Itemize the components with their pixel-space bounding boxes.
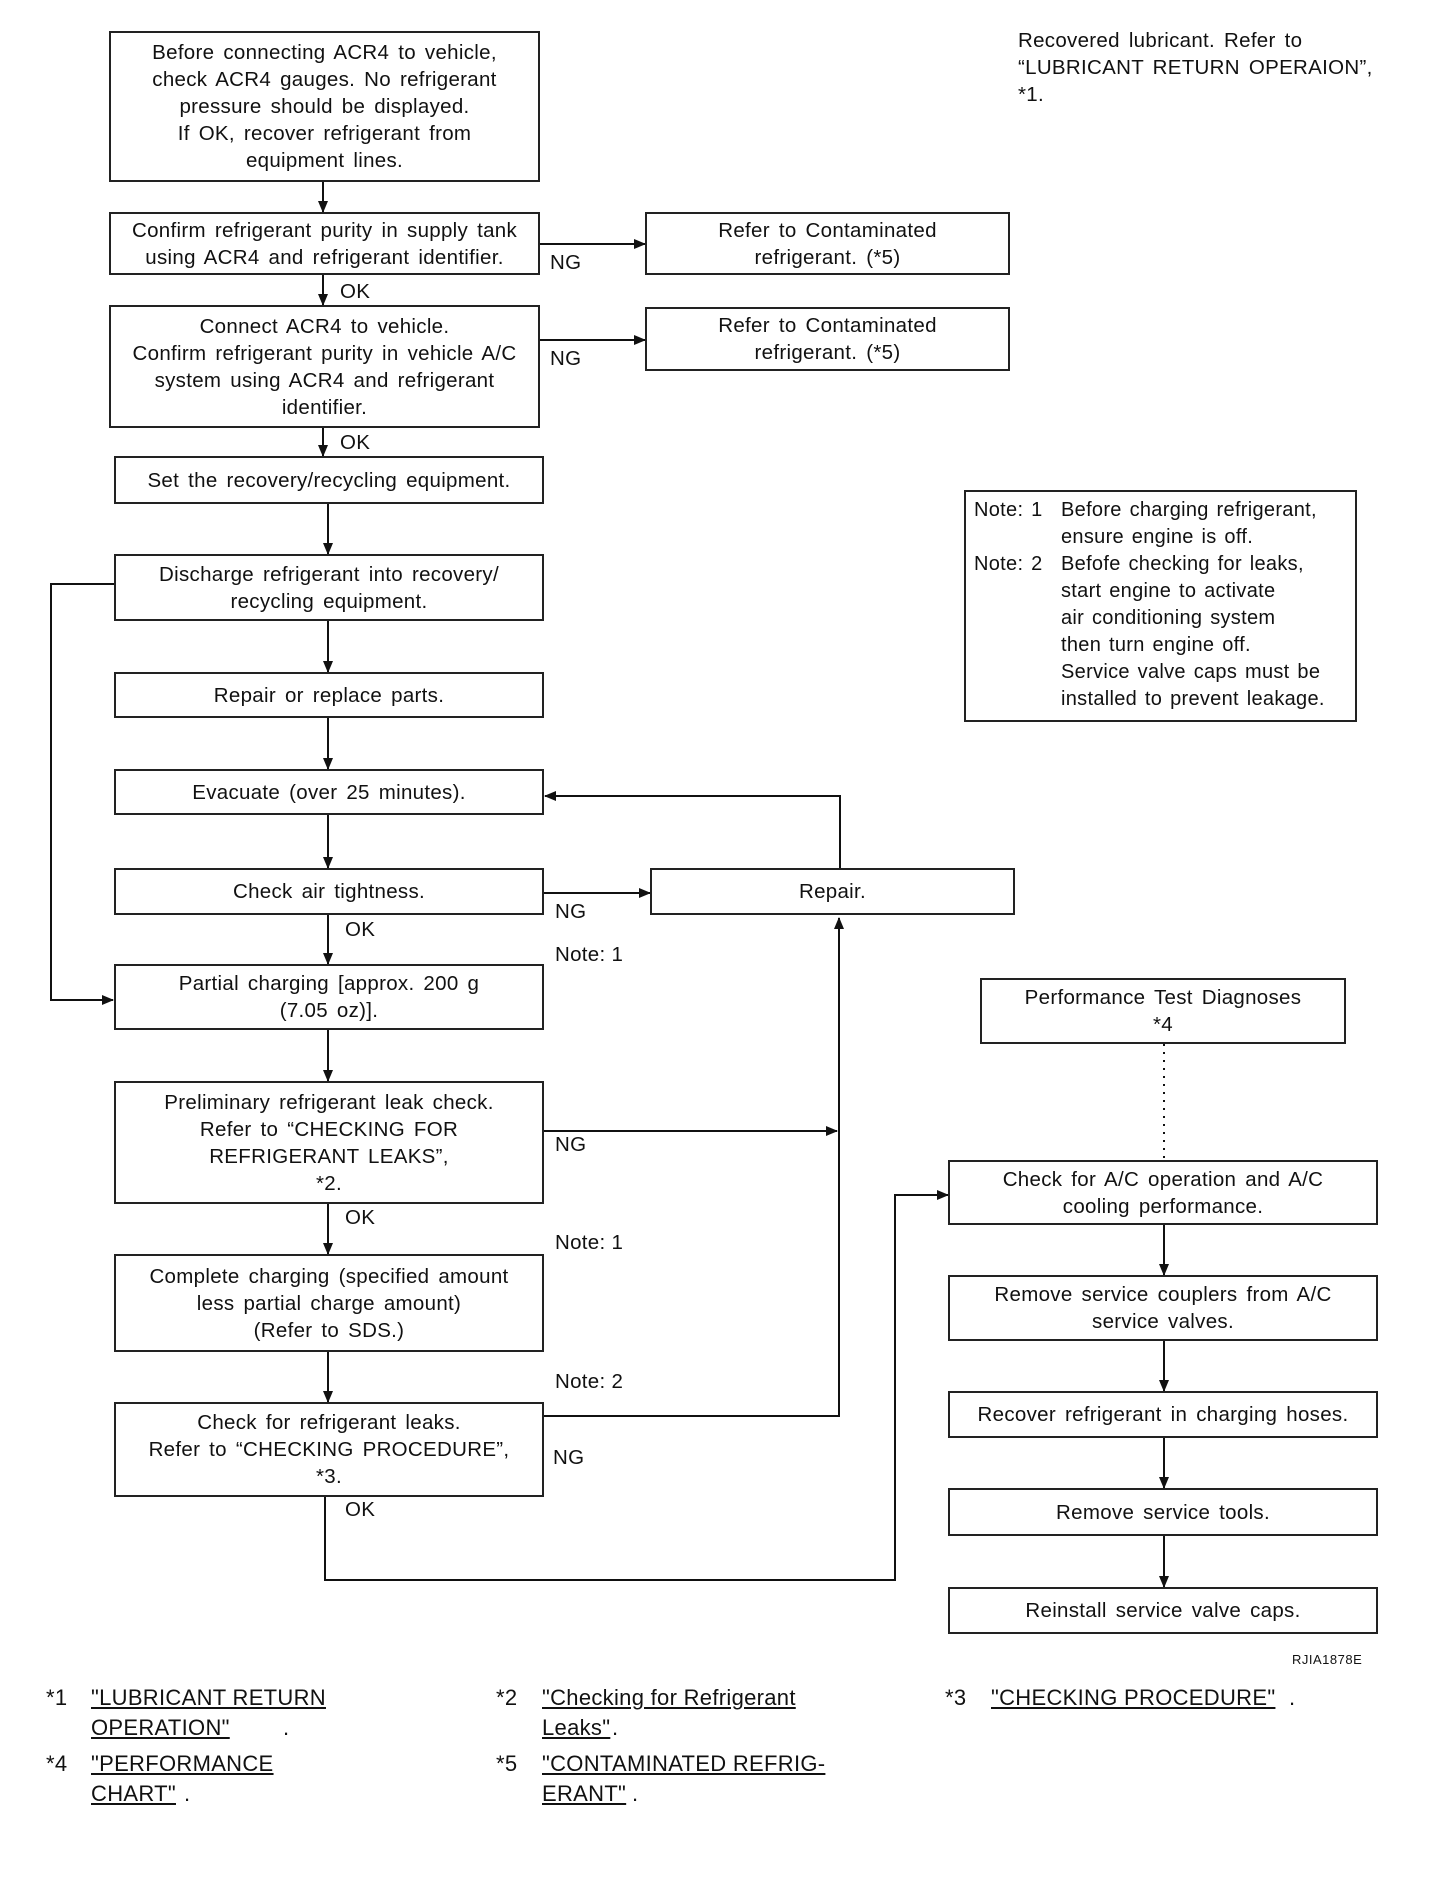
label-ng: NG [555,1133,587,1156]
footnote-link-contaminated-refrigerant[interactable]: "CONTAMINATED REFRIG- ERANT" [542,1751,826,1806]
step-text: Before connecting ACR4 to vehicle, check… [152,41,497,172]
note-row: Note: 1 Before charging refrigerant, ens… [974,497,1347,551]
step-text: Recover refrigerant in charging hoses. [977,1403,1349,1426]
note-text: Befofe checking for leaks, start engine … [1061,553,1325,710]
step-text: Evacuate (over 25 minutes). [192,780,466,804]
step-text: Confirm refrigerant purity in supply tan… [131,218,518,269]
footnote-2: *2 "Checking for Refrigerant Leaks" . [496,1683,896,1745]
footnote-link-checking-procedure[interactable]: "CHECKING PROCEDURE" [991,1685,1276,1710]
step-text: Discharge refrigerant into recovery/ rec… [159,562,499,613]
arrow-repair-to-evacuate [544,791,841,870]
footnote-suffix: . [632,1781,639,1806]
footnote-marker: *4 [46,1751,68,1776]
label-ng: NG [550,347,582,370]
note-row: Note: 2 Befofe checking for leaks, start… [974,551,1347,713]
step-text: Performance Test Diagnoses *4 [1024,986,1302,1036]
lubricant-note: Recovered lubricant. Refer to “LUBRICANT… [1018,29,1373,106]
step-check-gauges: Before connecting ACR4 to vehicle, check… [109,31,540,182]
label-ok: OK [340,431,371,454]
notes-box: Note: 1 Before charging refrigerant, ens… [964,490,1357,722]
step-text: Check for refrigerant leaks. Refer to “C… [148,1411,510,1488]
label-note-1: Note: 1 [555,943,624,966]
step-discharge: Discharge refrigerant into recovery/ rec… [114,554,544,621]
step-text: Check for A/C operation and A/C cooling … [1002,1167,1324,1218]
label-ok: OK [340,280,371,303]
step-preliminary-leak-check: Preliminary refrigerant leak check. Refe… [114,1081,544,1204]
step-remove-couplers: Remove service couplers from A/C service… [948,1275,1378,1341]
step-text: Repair. [798,880,867,903]
footnote-marker: *1 [46,1685,68,1710]
step-performance-test: Performance Test Diagnoses *4 [980,978,1346,1044]
label-ok: OK [345,918,376,941]
step-text: Remove service tools. [1056,1500,1270,1524]
step-check-ac-operation: Check for A/C operation and A/C cooling … [948,1160,1378,1225]
footnote-link-lubricant-return[interactable]: "LUBRICANT RETURN OPERATION" [91,1685,326,1740]
arrow-check-leaks-ok [324,1190,949,1581]
label-ng: NG [550,251,582,274]
footnote-4: *4 "PERFORMANCE CHART" . [46,1749,466,1811]
step-complete-charging: Complete charging (specified amount less… [114,1254,544,1352]
step-text: Reinstall service valve caps. [1025,1599,1301,1622]
label-ng: NG [555,900,587,923]
footnote-marker: *3 [945,1685,967,1710]
label-note-1: Note: 1 [555,1231,624,1254]
footnote-suffix: . [1289,1685,1296,1710]
footnote-suffix: . [283,1715,290,1740]
note-label: Note: 2 [974,553,1043,575]
label-ok: OK [345,1206,376,1229]
footnote-link-checking-leaks[interactable]: "Checking for Refrigerant Leaks" [542,1685,796,1740]
step-repair-replace-parts: Repair or replace parts. [114,672,544,718]
label-ng: NG [553,1446,585,1469]
step-set-equipment: Set the recovery/recycling equipment. [114,456,544,504]
step-text: Refer to Contaminated refrigerant. (*5) [718,314,937,364]
label-ok: OK [345,1498,376,1521]
step-text: Set the recovery/recycling equipment. [147,468,511,492]
step-check-refrigerant-leaks: Check for refrigerant leaks. Refer to “C… [114,1402,544,1497]
step-remove-tools: Remove service tools. [948,1488,1378,1536]
step-text: Refer to Contaminated refrigerant. (*5) [718,218,937,269]
step-contaminated-refrigerant-1: Refer to Contaminated refrigerant. (*5) [645,212,1010,275]
footnote-suffix: . [184,1781,191,1806]
step-text: Check air tightness. [232,880,426,903]
footnote-marker: *2 [496,1685,518,1710]
footnote-5: *5 "CONTAMINATED REFRIG- ERANT" . [496,1749,896,1811]
footnote-link-performance-chart[interactable]: "PERFORMANCE CHART" [91,1751,274,1806]
step-recover-hoses: Recover refrigerant in charging hoses. [948,1391,1378,1438]
step-confirm-supply-tank: Confirm refrigerant purity in supply tan… [109,212,540,275]
step-partial-charging: Partial charging [approx. 200 g (7.05 oz… [114,964,544,1030]
step-repair: Repair. [650,868,1015,915]
step-text: Partial charging [approx. 200 g (7.05 oz… [178,972,480,1022]
step-check-air-tightness: Check air tightness. [114,868,544,915]
footnote-marker: *5 [496,1751,518,1776]
footnote-suffix: . [612,1715,619,1740]
note-text: Before charging refrigerant, ensure engi… [1061,499,1317,548]
step-reinstall-caps: Reinstall service valve caps. [948,1587,1378,1634]
arrow-check-leaks-ng [543,917,844,1417]
step-contaminated-refrigerant-2: Refer to Contaminated refrigerant. (*5) [645,307,1010,371]
note-label: Note: 1 [974,499,1043,521]
step-connect-vehicle: Connect ACR4 to vehicle. Confirm refrige… [109,305,540,428]
figure-code: RJIA1878E [1292,1652,1363,1667]
step-evacuate: Evacuate (over 25 minutes). [114,769,544,815]
step-text: Complete charging (specified amount less… [149,1264,509,1342]
step-text: Remove service couplers from A/C service… [994,1283,1332,1333]
footnote-1: *1 "LUBRICANT RETURN OPERATION" . [46,1683,466,1745]
label-note-2: Note: 2 [555,1370,624,1393]
step-text: Connect ACR4 to vehicle. Confirm refrige… [132,314,517,419]
step-text: Preliminary refrigerant leak check. Refe… [164,1090,494,1195]
arrow-discharge-bypass [50,583,115,1005]
step-text: Repair or replace parts. [213,683,445,707]
footnote-3: *3 "CHECKING PROCEDURE" . [945,1683,1395,1715]
